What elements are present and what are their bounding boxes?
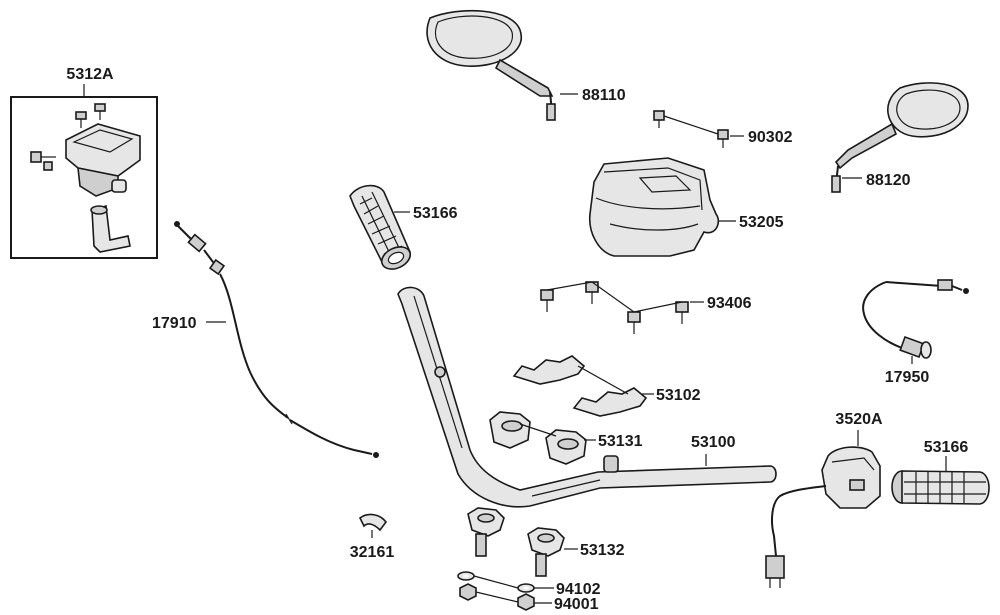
part-93406-bolts: [540, 281, 689, 334]
label-53102: 53102: [656, 387, 701, 404]
part-88110-left-mirror: [426, 9, 556, 121]
label-94102: 94102: [556, 581, 601, 598]
part-94102-washers: [457, 571, 535, 593]
label-32161: 32161: [350, 544, 395, 561]
label-94001: 94001: [554, 596, 599, 613]
label-53205: 53205: [739, 214, 784, 231]
label-53166-right: 53166: [924, 439, 969, 456]
bolt-icon: [675, 301, 689, 324]
label-3520A: 3520A: [835, 411, 883, 428]
label-53132: 53132: [580, 542, 625, 559]
part-32161-clip: [358, 513, 388, 532]
label-53100: 53100: [691, 434, 736, 451]
part-53102-clamps: [512, 355, 648, 417]
label-88110: 88110: [582, 87, 626, 104]
part-88120-right-mirror: [831, 82, 969, 193]
part-53205-handlebar-cover: [589, 157, 720, 257]
part-17910-throttle-cable: [174, 221, 379, 458]
part-94001-nuts: [459, 583, 535, 611]
part-53131-holders: [489, 411, 587, 465]
bolt-icon: [627, 311, 641, 334]
part-53132-lower-holders: [467, 507, 565, 577]
part-53100-handlebar: [397, 286, 777, 508]
label-17950: 17950: [885, 369, 930, 386]
part-53166-left-grip: [349, 184, 412, 270]
label-90302: 90302: [748, 129, 793, 146]
screw-icon: [75, 103, 106, 128]
label-93406: 93406: [707, 295, 752, 312]
part-3520A-switch: [765, 446, 881, 588]
part-53166-right-grip: [891, 470, 990, 505]
label-88120: 88120: [866, 172, 911, 189]
bolt-icon: [30, 151, 56, 171]
label-5312A: 5312A: [66, 66, 114, 83]
bolt-icon: [540, 289, 554, 312]
label-53131: 53131: [598, 433, 643, 450]
part-17950-brake-cable: [862, 279, 969, 359]
label-17910: 17910: [152, 315, 197, 332]
part-5312A-master-cylinder: [10, 84, 158, 259]
part-90302-bolts: [653, 110, 729, 148]
label-53166-top: 53166: [413, 205, 458, 222]
